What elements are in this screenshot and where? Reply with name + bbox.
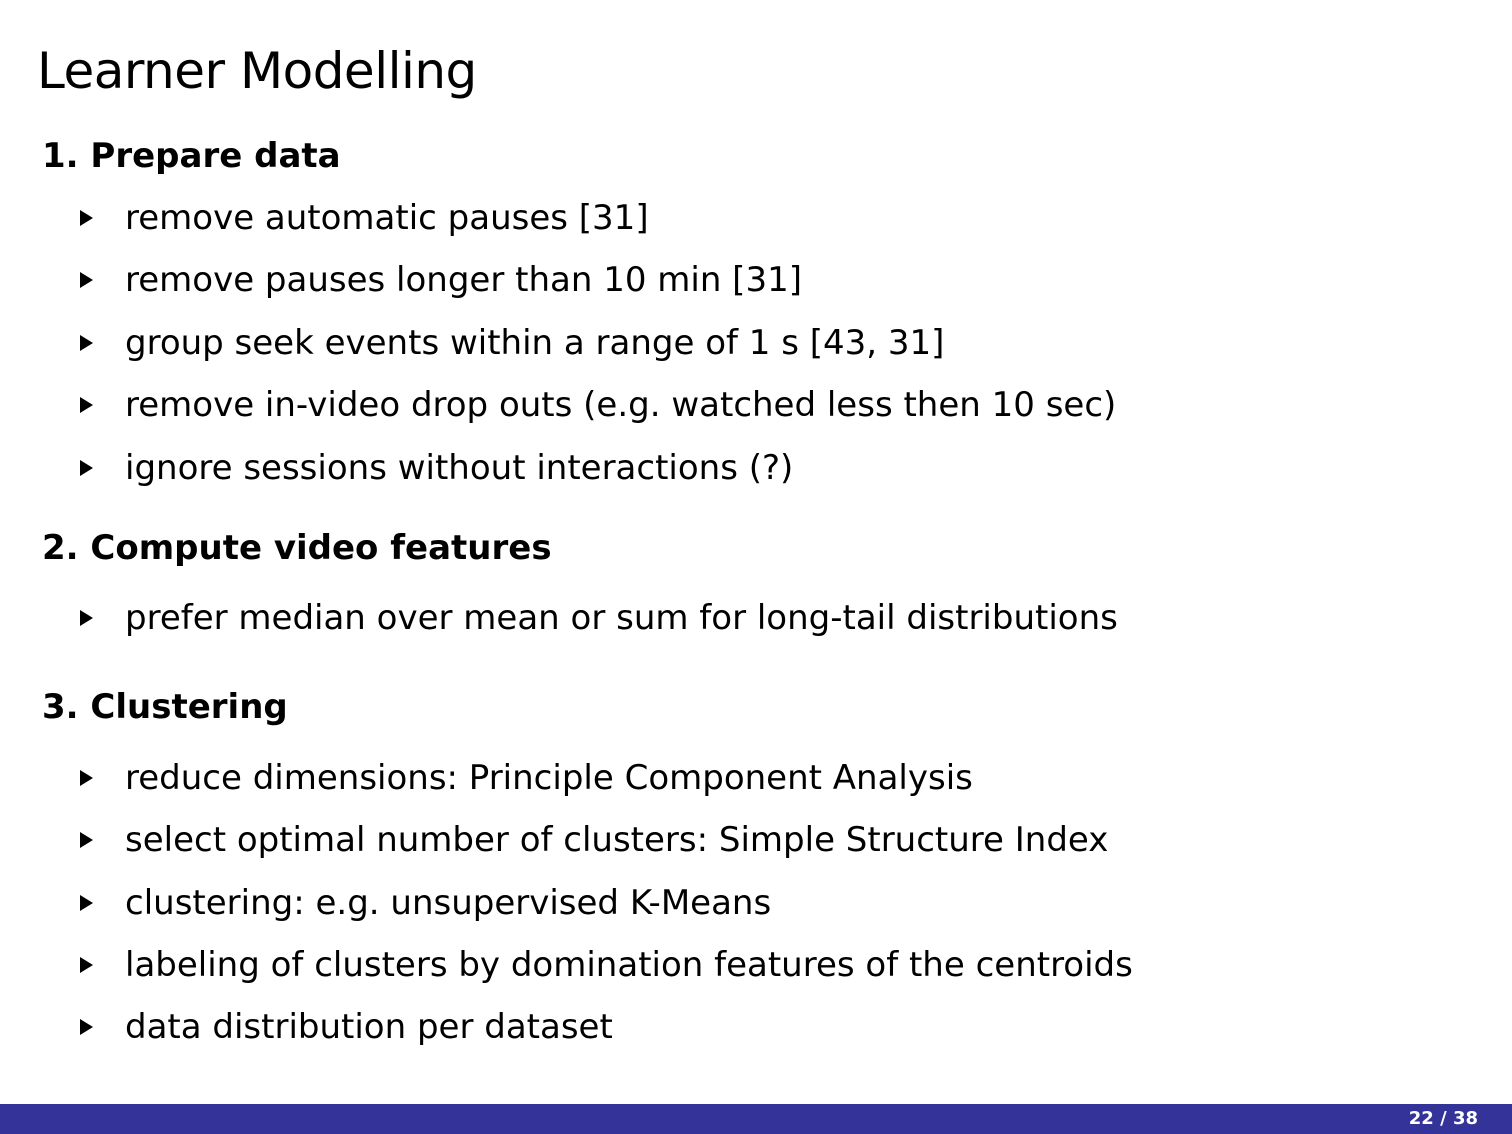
bullet-triangle-icon bbox=[80, 770, 93, 786]
list-item-text: select optimal number of clusters: Simpl… bbox=[125, 820, 1109, 860]
bullet-triangle-icon bbox=[80, 895, 93, 911]
page-number: 22 / 38 bbox=[1408, 1108, 1478, 1129]
list-item-text: group seek events within a range of 1 s … bbox=[125, 323, 945, 363]
bullet-triangle-icon bbox=[80, 210, 93, 226]
list-item-text: clustering: e.g. unsupervised K-Means bbox=[125, 883, 772, 923]
list-item-text: prefer median over mean or sum for long-… bbox=[125, 598, 1118, 638]
bullet-triangle-icon bbox=[80, 1019, 93, 1035]
list-item-text: remove pauses longer than 10 min [31] bbox=[125, 260, 802, 300]
list-item-text: remove automatic pauses [31] bbox=[125, 198, 649, 238]
bullet-triangle-icon bbox=[80, 610, 93, 626]
bullet-triangle-icon bbox=[80, 957, 93, 973]
list-item-text: labeling of clusters by domination featu… bbox=[125, 945, 1133, 985]
section-heading-prepare-data: 1. Prepare data bbox=[42, 136, 341, 176]
slide-title: Learner Modelling bbox=[37, 42, 477, 100]
bullet-triangle-icon bbox=[80, 832, 93, 848]
section-heading-clustering: 3. Clustering bbox=[42, 687, 288, 727]
footer-bar: 22 / 38 bbox=[0, 1104, 1512, 1134]
bullet-triangle-icon bbox=[80, 460, 93, 476]
bullet-triangle-icon bbox=[80, 272, 93, 288]
section-heading-compute-video-features: 2. Compute video features bbox=[42, 528, 552, 568]
list-item-text: ignore sessions without interactions (?) bbox=[125, 448, 794, 488]
list-item-text: reduce dimensions: Principle Component A… bbox=[125, 758, 973, 798]
list-item-text: data distribution per dataset bbox=[125, 1007, 613, 1047]
list-item-text: remove in-video drop outs (e.g. watched … bbox=[125, 385, 1117, 425]
bullet-triangle-icon bbox=[80, 397, 93, 413]
bullet-triangle-icon bbox=[80, 335, 93, 351]
